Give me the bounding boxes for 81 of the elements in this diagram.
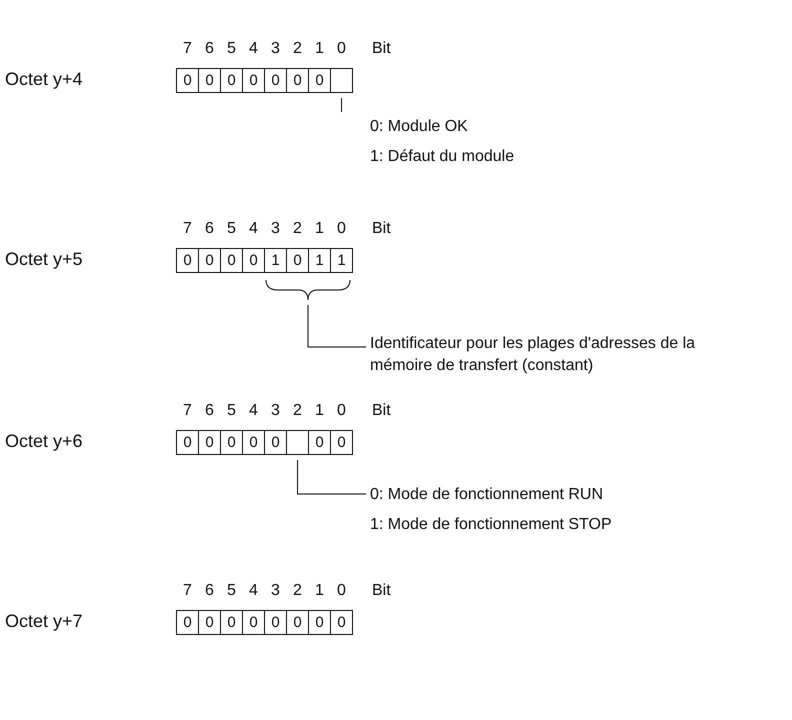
note-text: 1: Défaut du module xyxy=(370,147,514,167)
bit-number: 6 xyxy=(205,220,214,238)
bit-cell: 0 xyxy=(176,68,199,93)
bit-cell: 0 xyxy=(176,430,199,455)
bit-number: 2 xyxy=(293,582,302,600)
column-label: Bit xyxy=(372,402,391,420)
bit-cell: 1 xyxy=(308,248,331,273)
empty-bit-cell xyxy=(330,68,353,93)
bit-number: 4 xyxy=(249,582,258,600)
bit-number: 2 xyxy=(293,220,302,238)
bit-number: 7 xyxy=(183,220,192,238)
column-label: Bit xyxy=(372,40,391,58)
bit-cell: 0 xyxy=(308,610,331,635)
bit-number: 4 xyxy=(249,40,258,58)
octet-label: Octet y+4 xyxy=(5,69,83,90)
bit-number: 1 xyxy=(315,40,324,58)
bit-number: 1 xyxy=(315,402,324,420)
bit-number: 3 xyxy=(271,582,280,600)
bit-number: 5 xyxy=(227,40,236,58)
octet-label: Octet y+5 xyxy=(5,249,83,270)
bit-cell: 0 xyxy=(220,430,243,455)
bit-number: 4 xyxy=(249,402,258,420)
bit-number: 6 xyxy=(205,40,214,58)
bit-number: 3 xyxy=(271,40,280,58)
bit-cell: 0 xyxy=(330,610,353,635)
bit-cell: 0 xyxy=(242,610,265,635)
bit-cell: 0 xyxy=(286,248,309,273)
leader-line xyxy=(308,304,366,348)
empty-bit-cell xyxy=(286,430,309,455)
bit-number: 2 xyxy=(293,40,302,58)
bit-cell: 0 xyxy=(264,68,287,93)
bit-cell: 0 xyxy=(330,430,353,455)
note-text: 1: Mode de fonctionnement STOP xyxy=(370,515,612,535)
bit-cell: 0 xyxy=(242,248,265,273)
column-label: Bit xyxy=(372,582,391,600)
bit-number: 6 xyxy=(205,402,214,420)
bit-cell: 0 xyxy=(308,430,331,455)
bit-cell: 0 xyxy=(264,430,287,455)
bit-cell: 0 xyxy=(220,248,243,273)
leader-line xyxy=(297,460,366,494)
bit-number: 3 xyxy=(271,220,280,238)
note-text: 0: Module OK xyxy=(370,117,469,137)
bit-cell: 1 xyxy=(330,248,353,273)
bit-number: 3 xyxy=(271,402,280,420)
bit-cell: 0 xyxy=(176,248,199,273)
bit-cell: 0 xyxy=(198,248,221,273)
bit-cell: 0 xyxy=(264,610,287,635)
octet-label: Octet y+7 xyxy=(5,611,83,632)
bit-number: 0 xyxy=(337,220,346,238)
bit-number: 0 xyxy=(337,582,346,600)
bit-cell: 0 xyxy=(220,610,243,635)
bit-cell: 0 xyxy=(308,68,331,93)
bit-number: 1 xyxy=(315,582,324,600)
bit-cell: 0 xyxy=(220,68,243,93)
bit-number: 5 xyxy=(227,582,236,600)
column-label: Bit xyxy=(372,220,391,238)
bit-cell: 0 xyxy=(198,610,221,635)
bit-number: 0 xyxy=(337,40,346,58)
bit-cell: 0 xyxy=(176,610,199,635)
brace xyxy=(266,280,350,300)
bit-cell: 0 xyxy=(242,68,265,93)
bit-number: 7 xyxy=(183,402,192,420)
bit-cell: 0 xyxy=(198,68,221,93)
bit-number: 4 xyxy=(249,220,258,238)
bit-cell: 0 xyxy=(198,430,221,455)
bit-cell: 0 xyxy=(286,68,309,93)
bit-number: 2 xyxy=(293,402,302,420)
note-text: 0: Mode de fonctionnement RUN xyxy=(370,485,604,505)
bit-cell: 1 xyxy=(264,248,287,273)
bit-cell: 0 xyxy=(242,430,265,455)
octet-label: Octet y+6 xyxy=(5,431,83,452)
bit-number: 5 xyxy=(227,402,236,420)
bit-number: 5 xyxy=(227,220,236,238)
bit-number: 1 xyxy=(315,220,324,238)
note-text: Identificateur pour les plages d'adresses de la mémoire de transfert (constant) xyxy=(370,334,696,376)
bit-number: 6 xyxy=(205,582,214,600)
bit-cell: 0 xyxy=(286,610,309,635)
leader-line xyxy=(341,98,342,112)
bit-number: 0 xyxy=(337,402,346,420)
bit-number: 7 xyxy=(183,40,192,58)
bit-number: 7 xyxy=(183,582,192,600)
